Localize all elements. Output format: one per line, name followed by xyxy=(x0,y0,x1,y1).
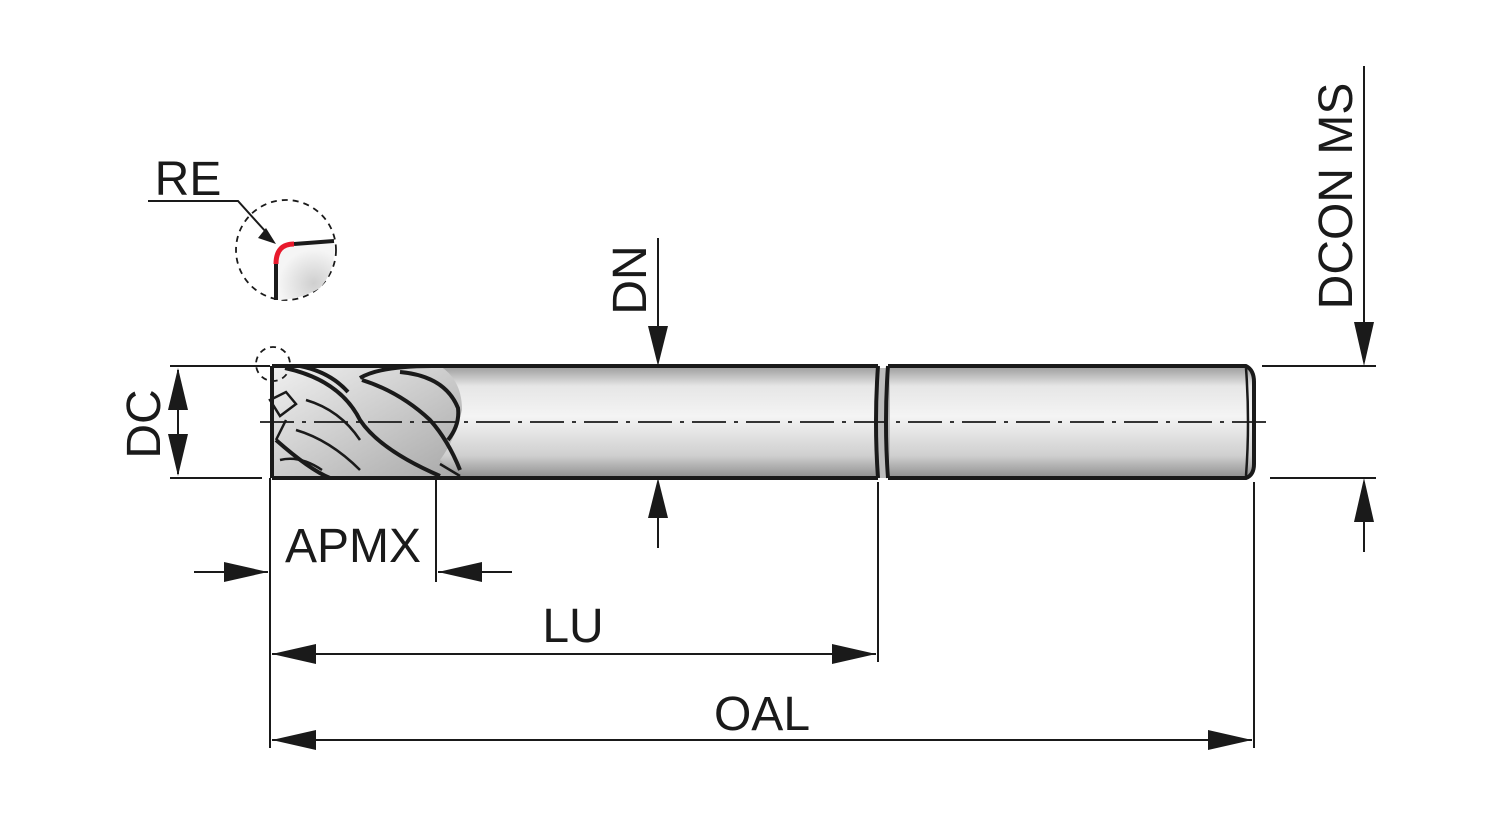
corner-radius-highlight xyxy=(273,241,295,265)
label-re: RE xyxy=(155,153,222,206)
corner-radius-detail: RE xyxy=(148,153,337,301)
detail-corner-fill xyxy=(276,244,335,300)
dimension-dn: DN xyxy=(604,238,668,548)
dimension-dc: DC xyxy=(118,365,270,479)
dimension-dcon-ms: DCON MS xyxy=(1262,66,1376,552)
label-apmx: APMX xyxy=(285,520,421,573)
label-dc: DC xyxy=(118,389,171,458)
label-oal: OAL xyxy=(714,688,810,741)
dimension-apmx: APMX xyxy=(194,478,512,748)
detail-magnified-circle xyxy=(235,199,337,301)
label-dcon-ms: DCON MS xyxy=(1310,83,1363,310)
label-dn: DN xyxy=(604,245,657,314)
dimension-lu: LU xyxy=(272,482,879,664)
label-lu: LU xyxy=(542,600,603,653)
tool-cutting-head xyxy=(272,366,462,478)
corner-reference-circle xyxy=(255,346,291,382)
dimension-oal: OAL xyxy=(272,482,1255,750)
tool-body xyxy=(268,364,1256,480)
